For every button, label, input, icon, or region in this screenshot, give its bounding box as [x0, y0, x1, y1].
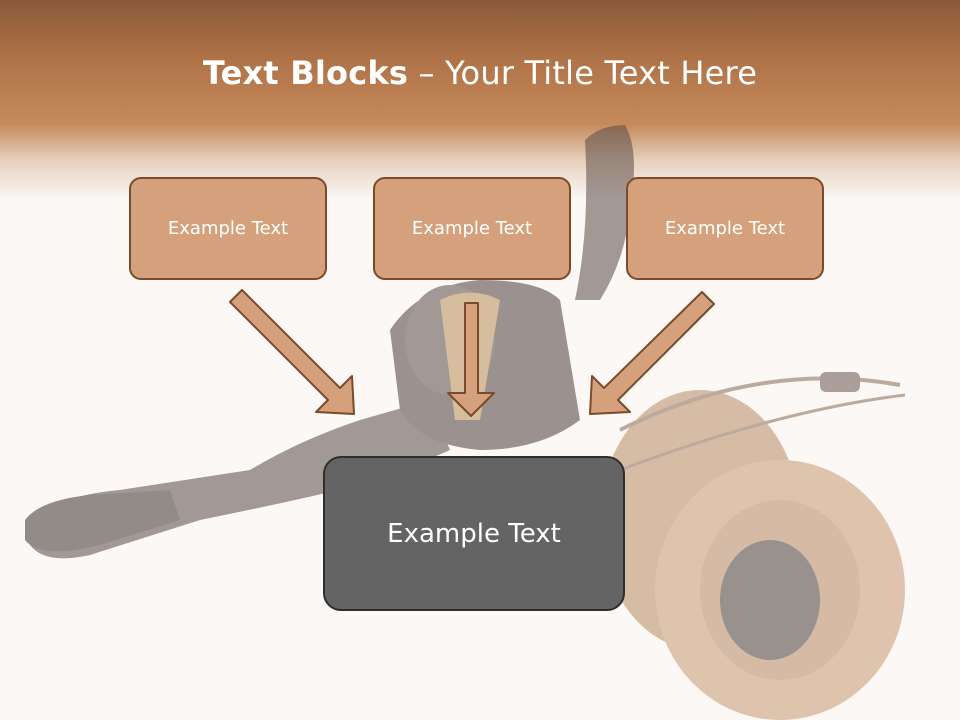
text-block-1: Example Text	[129, 177, 327, 280]
slide-title: Text Blocks – Your Title Text Here	[0, 54, 960, 92]
text-block-2: Example Text	[373, 177, 571, 280]
center-text-block-label: Example Text	[387, 518, 561, 549]
text-block-1-label: Example Text	[167, 218, 289, 239]
text-block-3-label: Example Text	[664, 218, 786, 239]
title-rest: Your Title Text Here	[445, 54, 758, 92]
title-bold: Text Blocks	[202, 54, 409, 92]
header-band	[0, 0, 960, 200]
arrow-middle	[447, 302, 495, 417]
text-block-2-label: Example Text	[411, 218, 533, 239]
center-text-block: Example Text	[323, 456, 625, 611]
arrow-right	[589, 291, 715, 415]
arrow-left	[229, 289, 355, 415]
text-block-3: Example Text	[626, 177, 824, 280]
title-dash: –	[408, 54, 446, 92]
